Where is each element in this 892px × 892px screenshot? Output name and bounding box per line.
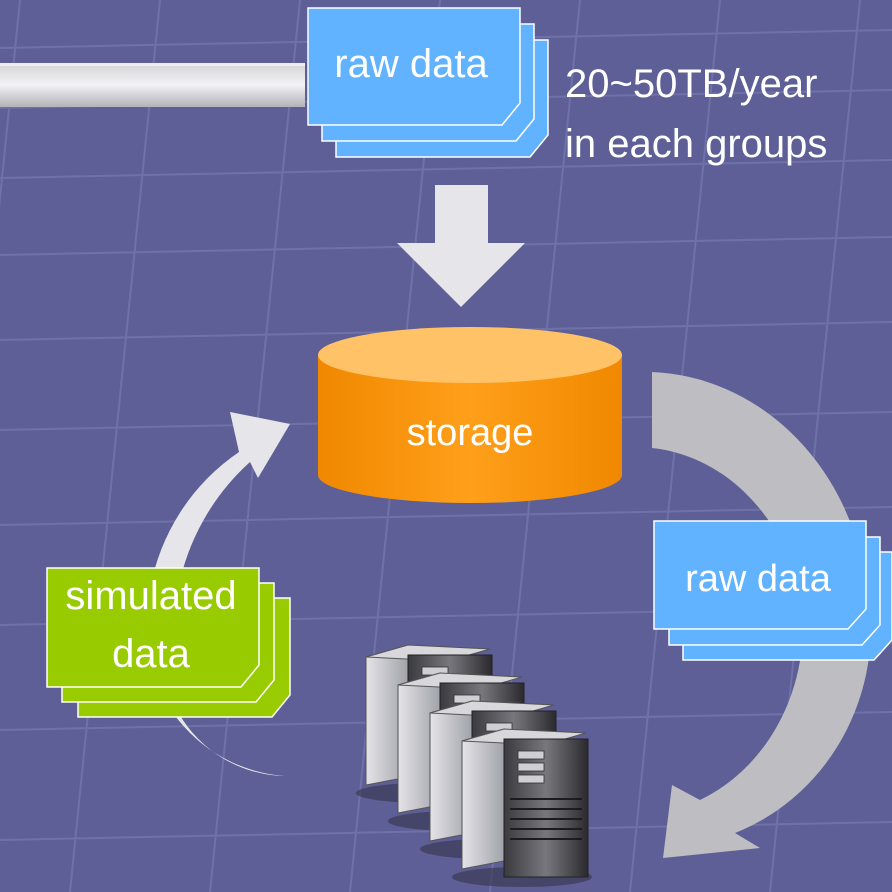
data-rate-line-1: 20~50TB/year <box>565 62 817 106</box>
storage-label: storage <box>407 412 534 454</box>
server-drive-bay <box>517 774 545 784</box>
storage-cylinder: storage <box>318 327 622 503</box>
connector-bar <box>0 63 305 107</box>
server-drive-bay <box>517 750 545 760</box>
raw-data-doc-stack-top: raw data <box>307 7 549 158</box>
raw-data-label-top: raw data <box>334 42 488 86</box>
simulated-data-label-line-2: data <box>112 632 191 676</box>
grid-line <box>0 506 892 526</box>
connector-bar-highlight <box>0 63 305 66</box>
server-side <box>461 728 505 870</box>
grid-line <box>0 159 892 179</box>
simulated-data-doc-stack: simulated data <box>46 567 291 718</box>
raw-data-label-right: raw data <box>685 558 832 600</box>
down-arrow <box>397 185 525 307</box>
left-curved-arrow <box>145 412 290 843</box>
simulated-data-label-line-1: simulated <box>65 574 236 618</box>
grid-line <box>69 0 161 892</box>
raw-data-doc-stack-right: raw data <box>653 520 892 661</box>
server-rack-icon <box>356 644 592 887</box>
data-rate-line-2: in each groups <box>565 122 827 166</box>
server-drive-bay <box>517 762 545 772</box>
right-curved-arrow <box>652 372 871 858</box>
grid-line <box>0 0 21 209</box>
